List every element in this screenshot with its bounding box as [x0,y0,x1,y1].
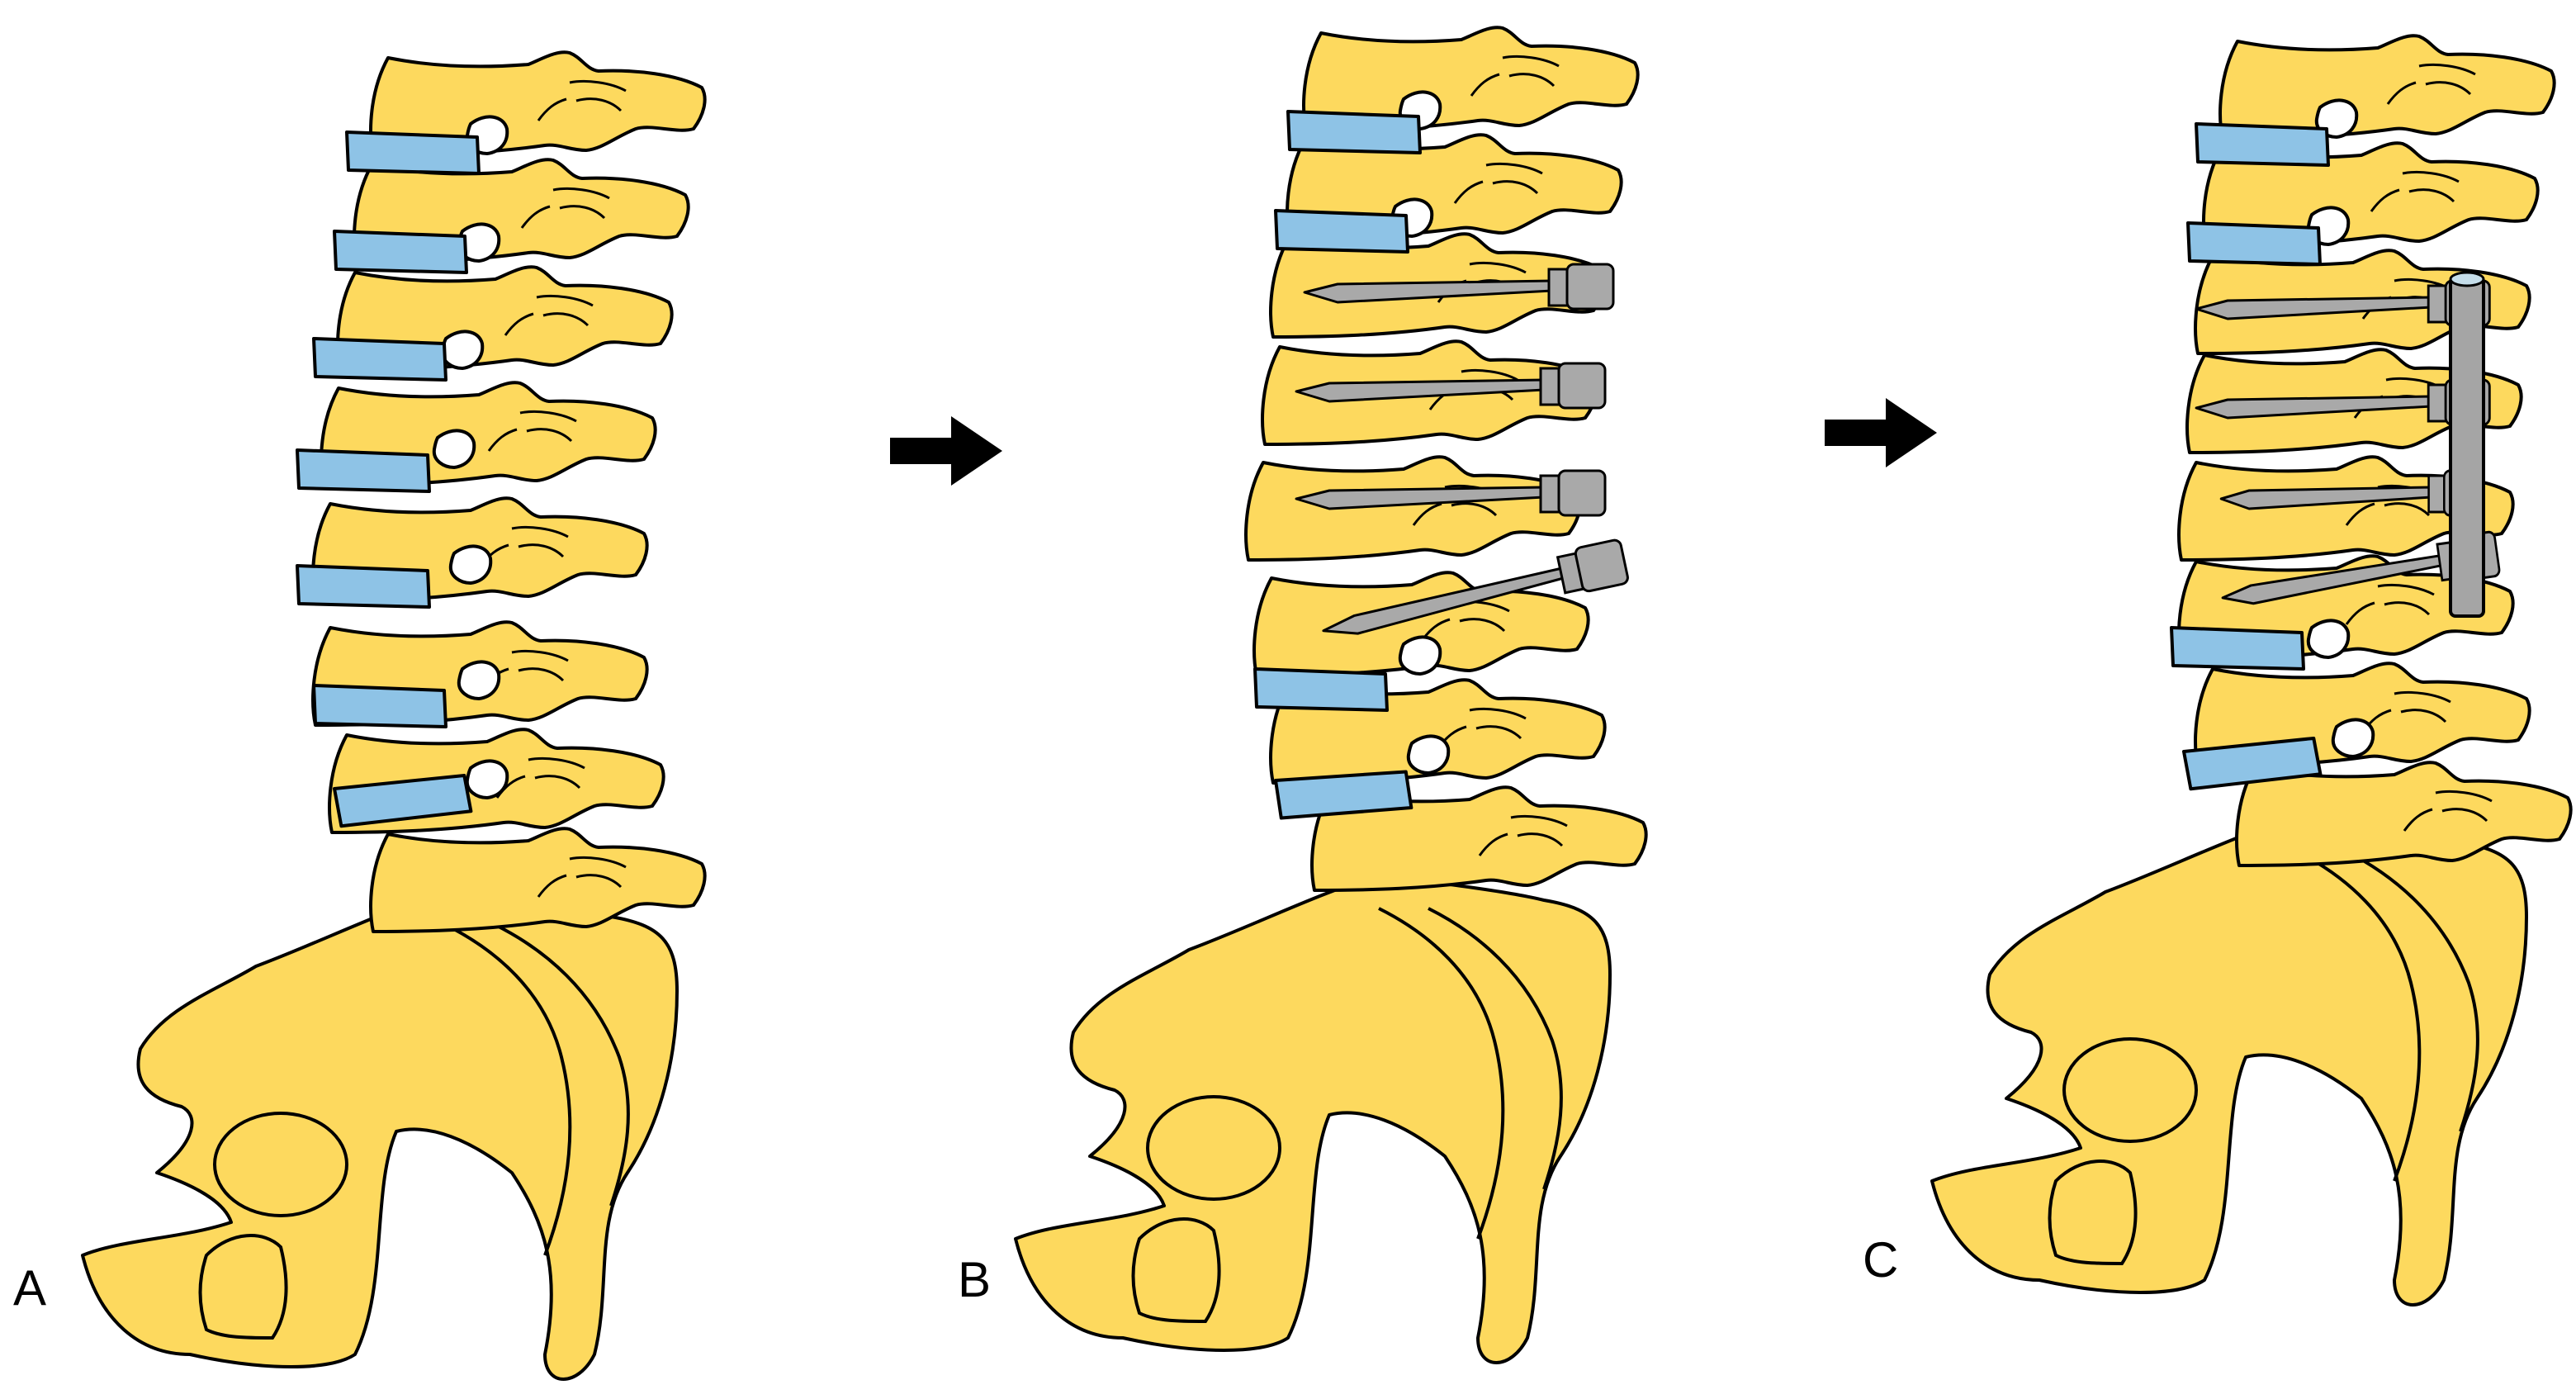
foramen [448,544,493,585]
disc [2170,626,2305,671]
disc [2186,221,2322,266]
disc [312,337,447,382]
disc [333,230,468,274]
connecting-rod [2449,271,2485,618]
panel-c: C [1863,34,2573,1307]
vertebra [369,827,707,933]
panel-label-a: A [13,1260,46,1316]
pelvis [1930,816,2528,1307]
foramen [457,660,501,700]
pelvis [81,890,679,1381]
foramen [1406,734,1451,775]
disc [1286,110,1422,154]
foramen [465,759,509,799]
vertebra [2218,34,2556,140]
foramen [2331,718,2375,758]
panel-label-c: C [1863,1232,1898,1288]
disc [1274,209,1409,254]
vertebra [1244,455,1582,562]
panel-b: B [958,26,1648,1364]
right-arrow-icon [890,416,1002,486]
disc [345,130,481,175]
disc [1253,667,1389,712]
spine-column [2170,34,2573,867]
disc [2195,122,2330,167]
foramen [2306,619,2351,659]
disc [312,684,447,728]
foramen [1398,635,1442,676]
spine-column [1244,26,1648,892]
foramen [440,330,485,370]
pelvis [1014,874,1612,1364]
spine-column [296,50,707,933]
foramen [432,429,476,469]
disc [296,448,431,493]
right-arrow-icon [1825,398,1937,467]
panel-label-b: B [958,1252,991,1307]
panel-a: A [13,50,707,1381]
disc [296,564,431,609]
